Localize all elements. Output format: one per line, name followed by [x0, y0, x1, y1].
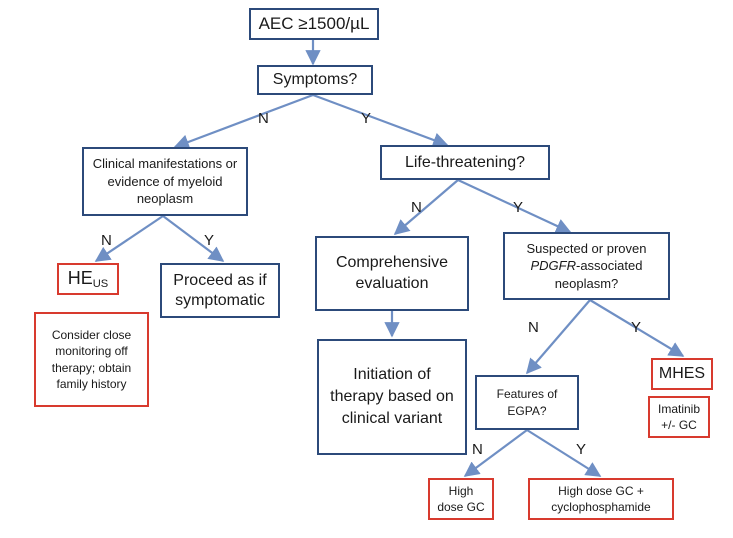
heus-box: HEUS: [57, 263, 119, 295]
initiation-therapy-text: Initiation of therapy based on clinical …: [330, 365, 454, 428]
comprehensive-evaluation-text: Comprehensive evaluation: [335, 253, 449, 292]
high-dose-gc-cyclo-text: High dose GC + cyclophosphamide: [551, 483, 651, 514]
monitoring-text: Consider close monitoring off therapy; o…: [51, 328, 132, 391]
clinical-manifestations-text: Clinical manifestations or evidence of m…: [92, 156, 238, 207]
pdgfr-no-label: N: [528, 319, 539, 336]
arrow-symptoms-to-clinical: [173, 93, 314, 150]
imatinib-text: Imatinib +/- GC: [657, 401, 701, 432]
monitoring-box: Consider close monitoring off therapy; o…: [34, 312, 149, 407]
symptoms-yes-label: Y: [361, 110, 372, 127]
arrow-symptoms-to-life: [312, 93, 449, 148]
aec-threshold-box: AEC ≥1500/µL: [249, 8, 379, 40]
pdgfr-yes-label: Y: [631, 319, 642, 336]
high-dose-gc-box: High dose GC: [428, 478, 494, 520]
comprehensive-evaluation-box: Comprehensive evaluation: [315, 236, 469, 311]
high-dose-gc-cyclo-box: High dose GC + cyclophosphamide: [528, 478, 674, 520]
arrow-life-to-comprehensive: [393, 179, 459, 236]
arrow-pdgfr-to-egpa: [525, 299, 591, 375]
imatinib-box: Imatinib +/- GC: [648, 396, 710, 438]
pdgfr-text: Suspected or proven PDGFR-associated neo…: [526, 240, 647, 291]
egpa-box: Features of EGPA?: [475, 375, 579, 430]
arrow-egpa-to-highgc-cyclo: [526, 429, 602, 477]
life-yes-label: Y: [513, 199, 524, 216]
mhes-box: MHES: [651, 358, 713, 390]
clinical-manifestations-box: Clinical manifestations or evidence of m…: [82, 147, 248, 216]
clinical-yes-label: Y: [204, 232, 215, 249]
proceed-text: Proceed as if symptomatic: [173, 271, 267, 309]
aec-threshold-text: AEC ≥1500/µL: [258, 14, 370, 33]
heus-text: HEUS: [67, 268, 109, 290]
egpa-yes-label: Y: [576, 441, 587, 458]
egpa-text: Features of EGPA?: [496, 386, 558, 418]
high-dose-gc-text: High dose GC: [437, 483, 485, 514]
initiation-therapy-box: Initiation of therapy based on clinical …: [317, 339, 467, 455]
pdgfr-box: Suspected or proven PDGFR-associated neo…: [503, 232, 670, 300]
life-no-label: N: [411, 199, 422, 216]
mhes-text: MHES: [658, 365, 706, 382]
life-threatening-box: Life-threatening?: [380, 145, 550, 180]
life-threatening-text: Life-threatening?: [404, 153, 526, 171]
clinical-no-label: N: [101, 232, 112, 249]
proceed-box: Proceed as if symptomatic: [160, 263, 280, 318]
egpa-no-label: N: [472, 441, 483, 458]
symptoms-box: Symptoms?: [257, 65, 373, 95]
symptoms-text: Symptoms?: [272, 71, 358, 88]
symptoms-no-label: N: [258, 110, 269, 127]
